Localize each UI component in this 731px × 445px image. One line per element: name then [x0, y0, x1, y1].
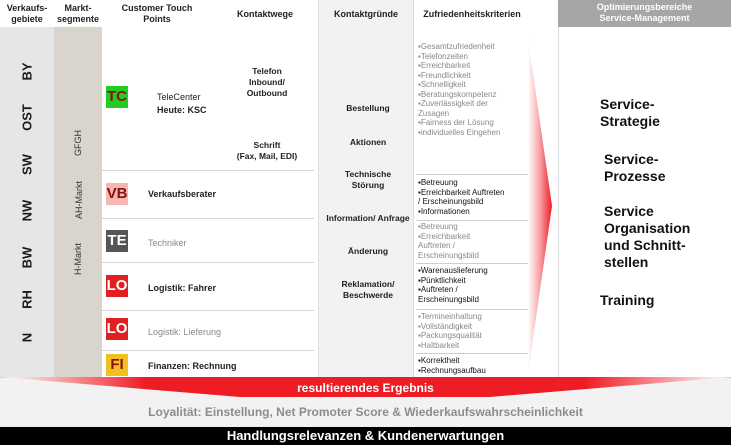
criteria-divider [416, 174, 528, 175]
criteria-item: ▪Rechnungsaufbau [418, 365, 486, 375]
criteria-item: ▪Betreuung [418, 178, 458, 187]
criteria-item: ▪Fairness der Lösung [418, 118, 494, 127]
criteria-divider [416, 353, 528, 354]
region-ost: OST [19, 104, 35, 131]
criteria-item: ▪Freundlichkeit [418, 70, 471, 80]
row-divider [102, 170, 314, 171]
touchpoint-telecenter: TeleCenter [157, 92, 201, 102]
criteria-item: ▪Pünktlichkeit [418, 275, 466, 285]
criteria-item: ▪Schnelligkeit [418, 80, 466, 89]
sm-strategie: Service- Strategie [600, 96, 660, 129]
touchpoint-finanzen: Finanzen: Rechnung [148, 361, 237, 371]
market-h: H-Markt [73, 243, 83, 275]
header-kontaktgruende: Kontaktgründe [334, 9, 398, 19]
kontaktgrund-information: Information/ Anfrage [326, 213, 410, 223]
badge-te: TE [106, 230, 128, 252]
row-divider [102, 218, 314, 219]
header-marktsegmente: Markt- segmente [56, 3, 100, 24]
criteria-divider [416, 220, 528, 221]
header-zufriedenheit: Zufriedenheitskriterien [423, 9, 521, 19]
loyalty-line: Loyalität: Einstellung, Net Promoter Sco… [148, 405, 583, 419]
kontaktweg-schrift: Schrift (Fax, Mail, EDI) [236, 140, 298, 161]
region-by: BY [19, 62, 35, 81]
criteria-item: ▪Betreuung [418, 222, 458, 231]
criteria-te: ▪Betreuung ▪Erreichbarkeit Auftreten / E… [418, 222, 528, 260]
row-divider [102, 310, 314, 311]
criteria-item: ▪Gesamtzufriedenheit [418, 42, 495, 51]
criteria-item: ▪Warenauslieferung [418, 266, 488, 275]
kontaktgrund-stoerung: Technische Störung [344, 169, 392, 190]
market-gfgh: GFGH [73, 130, 83, 156]
criteria-item: ▪Haltbarkeit [418, 340, 460, 350]
kontaktgrund-bestellung: Bestellung [346, 103, 390, 113]
row-divider [102, 262, 314, 263]
kontaktgrund-aenderung: Änderung [347, 246, 389, 256]
arrow-shape [528, 38, 552, 374]
touchpoint-logistik-lieferung: Logistik: Lieferung [148, 327, 222, 337]
touchpoint-telecenter-sub: Heute: KSC [157, 105, 207, 115]
criteria-divider [416, 263, 528, 264]
markets-column [54, 27, 102, 377]
criteria-item: ▪Erreichbarkeit [418, 231, 471, 241]
criteria-fi: ▪Korrektheit ▪Rechnungsaufbau [418, 356, 528, 375]
criteria-item: Erscheinungsbild [418, 294, 479, 304]
criteria-lo-fahrer: ▪Warenauslieferung ▪Pünktlichkeit ▪Auftr… [418, 266, 528, 304]
header-kontaktwege: Kontaktwege [236, 9, 293, 19]
header-optimierung: Optimierungsbereiche Service-Management [558, 0, 731, 27]
market-ah: AH-Markt [74, 181, 84, 219]
header-verkaufsgebiete: Verkaufs- gebiete [6, 3, 48, 24]
regions-column [0, 27, 54, 377]
touchpoint-verkaufsberater: Verkaufsberater [148, 189, 217, 199]
sm-training: Training [600, 292, 655, 308]
criteria-item: ▪Auftreten / [418, 285, 458, 294]
criteria-item: ▪Beratungskompetenz [418, 89, 497, 99]
row-divider [102, 350, 314, 351]
criteria-item: ▪individuelles Eingehen [418, 127, 501, 137]
sm-organisation: Service Organisation und Schnitt- stelle… [604, 203, 691, 270]
result-label: resultierendes Ergebnis [297, 381, 434, 395]
touchpoint-logistik-fahrer: Logistik: Fahrer [148, 283, 217, 293]
criteria-vb: ▪Betreuung ▪Erreichbarkeit Auftreten / E… [418, 178, 528, 216]
criteria-item: ▪Erreichbarkeit Auftreten [418, 187, 505, 197]
header-touch-points: Customer Touch Points [121, 3, 193, 24]
criteria-item: ▪Termineinhaltung [418, 312, 482, 321]
criteria-item: ▪Telefonzeiten [418, 51, 468, 61]
region-bw: BW [19, 246, 35, 269]
criteria-item: Zusagen [418, 108, 450, 118]
badge-fi: FI [106, 354, 128, 376]
optimierung-panel [558, 27, 731, 377]
criteria-divider [416, 309, 528, 310]
badge-tc: TC [106, 86, 128, 108]
result-banner-shape [0, 377, 731, 397]
criteria-lo-lieferung: ▪Termineinhaltung ▪Vollständigkeit ▪Pack… [418, 312, 528, 350]
criteria-item: ▪Zuverlässigkeit der [418, 99, 488, 108]
badge-vb: VB [106, 183, 128, 205]
kontaktweg-telefon: Telefon Inbound/ Outbound [246, 66, 288, 98]
kontaktgrund-reklamation: Reklamation/ Beschwerde [341, 279, 395, 300]
criteria-item: ▪Korrektheit [418, 356, 460, 365]
criteria-item: ▪Vollständigkeit [418, 321, 472, 331]
criteria-item: Auftreten / [418, 241, 455, 250]
criteria-item: ▪Informationen [418, 206, 470, 216]
kontaktgrund-aktionen: Aktionen [349, 137, 387, 147]
badge-lo-fahrer: LO [106, 275, 128, 297]
criteria-item: Erscheinungsbild [418, 250, 479, 260]
action-bar: Handlungsrelevanzen & Kundenerwartungen [0, 427, 731, 445]
region-nw: NW [19, 199, 35, 222]
criteria-item: / Erscheinungsbild [418, 197, 484, 206]
sm-prozesse: Service- Prozesse [604, 151, 666, 184]
touchpoint-techniker: Techniker [148, 238, 187, 248]
region-sw: SW [19, 154, 35, 175]
criteria-item: ▪Packungsqualität [418, 331, 482, 340]
criteria-tc: ▪Gesamtzufriedenheit ▪Telefonzeiten ▪Err… [418, 42, 528, 137]
region-n: N [19, 332, 35, 343]
region-rh: RH [19, 290, 35, 309]
criteria-item: ▪Erreichbarkeit [418, 61, 471, 70]
badge-lo-lieferung: LO [106, 318, 128, 340]
kontaktgruende-column [318, 0, 414, 377]
